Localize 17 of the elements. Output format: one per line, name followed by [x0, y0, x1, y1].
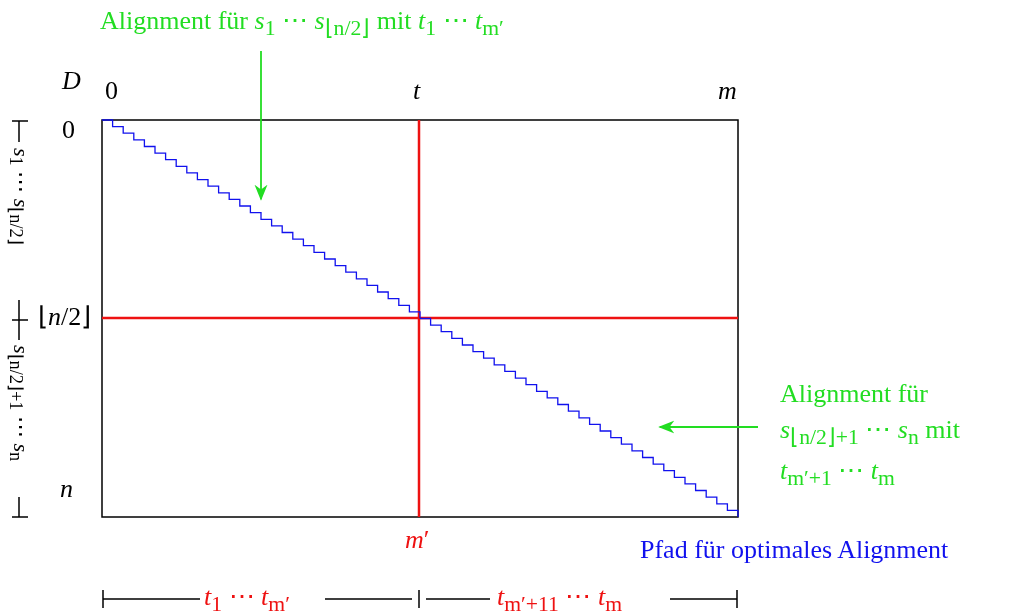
annotation-text: Alignment für s$_{⌊n/2⌋+1}$ ⋯ s$_{n}$ mit t$_{m′+1}$ ⋯ t$_{m}$ — [780, 376, 1005, 494]
alignment-path — [101, 119, 421, 320]
matrix-name: D — [62, 66, 81, 96]
leader-arrow — [254, 50, 268, 201]
leader-arrow — [658, 420, 759, 434]
axis-label: m — [718, 76, 737, 106]
path-caption: Pfad für optimales Alignment — [640, 535, 949, 565]
axis-label: 0 — [62, 115, 75, 145]
axis-label: t — [413, 76, 421, 106]
dimension-label: t$_{1}$ ⋯ t$_{m′}$ — [204, 582, 290, 612]
axis-label: ⌊n/2⌋ — [38, 302, 92, 332]
axis-label: m′ — [405, 525, 430, 555]
dimension-label: t$_{m′+11}$ ⋯ t$_{m}$ — [497, 582, 622, 612]
axis-label: 0 — [105, 76, 118, 106]
alignment-path — [419, 317, 739, 518]
axis-label: n — [60, 474, 73, 504]
annotation-text: Alignment für s$_{1}$ ⋯ s$_{⌊n/2⌋}$ mit t$_{1}$ ⋯ t$_{m′}$ — [100, 6, 504, 42]
